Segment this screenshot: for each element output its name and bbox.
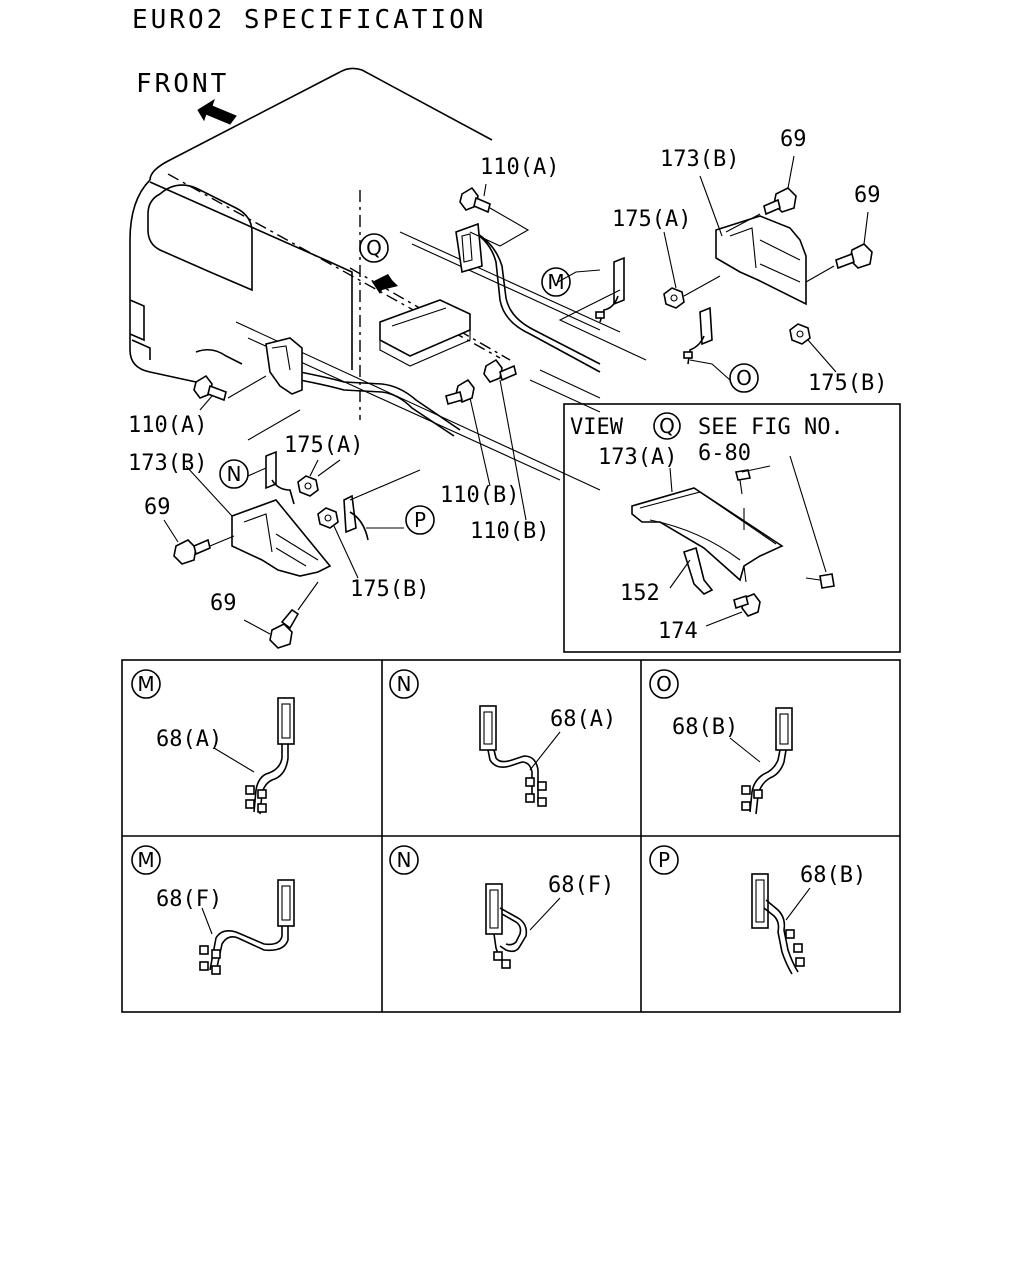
bolt-69-left-1 [163, 519, 235, 565]
detail-panel-n-68a: N 68(A) [389, 669, 616, 807]
detail-panel-p-68b: P 68(B) [649, 845, 866, 975]
front-arrow-icon [197, 98, 237, 125]
callout-q-main: Q [359, 233, 398, 294]
svg-text:M: M [137, 848, 154, 872]
clip-m-main [595, 256, 625, 323]
nut-175a-right [663, 231, 721, 309]
label-110a-top: 110(A) [480, 155, 559, 180]
left-bracket [265, 337, 303, 395]
label-110b-1: 110(B) [440, 483, 519, 508]
nut-175b-left [317, 507, 359, 579]
upper-bracket [455, 222, 483, 274]
callout-p-main: P [405, 505, 435, 535]
label-173b-left: 173(B) [128, 451, 207, 476]
svg-text:M: M [137, 672, 154, 696]
bracket-173b-right [715, 215, 807, 306]
bolt-110b-2 [483, 358, 527, 521]
view-q-label-174: 174 [658, 619, 698, 644]
nut-175b-right [789, 323, 837, 373]
bolt-69-left-2 [243, 581, 319, 649]
detail-grid [121, 659, 901, 1013]
svg-text:68(F): 68(F) [156, 887, 222, 912]
svg-text:Q: Q [366, 236, 382, 260]
callout-n-main: N [219, 459, 249, 489]
label-69-r2: 69 [854, 183, 881, 208]
nut-175a-left [297, 459, 319, 497]
callout-m-main: M [541, 267, 571, 297]
view-q-see-fig: SEE FIG NO. [698, 415, 844, 440]
svg-text:P: P [414, 508, 426, 532]
label-175a-right: 175(A) [612, 207, 691, 232]
bracket-173b-left [231, 499, 332, 577]
clip-n-main [265, 450, 295, 505]
bolt-69-right-2 [805, 211, 873, 283]
svg-text:P: P [658, 848, 670, 872]
view-q-heading: VIEW [570, 415, 624, 440]
cab-outline [129, 67, 511, 420]
view-q-label-173a: 173(A) [598, 445, 677, 470]
svg-text:O: O [736, 366, 752, 390]
bolt-110a-top [459, 186, 530, 247]
view-q-fig-no: 6-80 [698, 441, 751, 466]
leader-lines [185, 175, 731, 529]
svg-text:68(B): 68(B) [800, 863, 866, 888]
label-69-l1: 69 [144, 495, 171, 520]
heat-shield-body [379, 299, 471, 367]
diagram-title: EURO2 SPECIFICATION [132, 5, 486, 35]
svg-text:N: N [227, 462, 242, 486]
label-175a-left: 175(A) [284, 433, 363, 458]
svg-text:68(A): 68(A) [156, 727, 222, 752]
svg-text:68(B): 68(B) [672, 715, 738, 740]
svg-text:N: N [397, 672, 412, 696]
detail-panel-m-68f: M 68(F) [131, 845, 295, 975]
label-69-l2: 69 [210, 591, 237, 616]
callout-o-main: O [729, 363, 759, 393]
label-110a-left: 110(A) [128, 413, 207, 438]
label-173b-right: 173(B) [660, 147, 739, 172]
svg-text:M: M [547, 270, 564, 294]
detail-panel-o-68b: O 68(B) [649, 669, 793, 815]
label-175b-left: 175(B) [350, 577, 429, 602]
label-69-r1: 69 [780, 127, 807, 152]
label-175b-right: 175(B) [808, 371, 887, 396]
label-110b-2: 110(B) [470, 519, 549, 544]
svg-text:68(A): 68(A) [550, 707, 616, 732]
bolt-69-right-1 [725, 155, 797, 233]
view-q-label-152: 152 [620, 581, 660, 606]
svg-text:N: N [397, 848, 412, 872]
view-q-box: VIEW Q SEE FIG NO. 6-80 173(A) 152 174 [563, 403, 901, 653]
detail-panel-m-68a: M 68(A) [131, 669, 295, 815]
clip-p-main [343, 494, 369, 541]
bolt-110a-left [193, 374, 267, 402]
clip-o-main [683, 306, 713, 365]
front-label: FRONT [136, 69, 229, 99]
view-q-letter: Q [659, 414, 675, 438]
bolt-110b-1 [445, 378, 491, 487]
detail-panel-n-68f: N 68(F) [389, 845, 614, 969]
svg-text:68(F): 68(F) [548, 873, 614, 898]
svg-text:O: O [656, 672, 672, 696]
